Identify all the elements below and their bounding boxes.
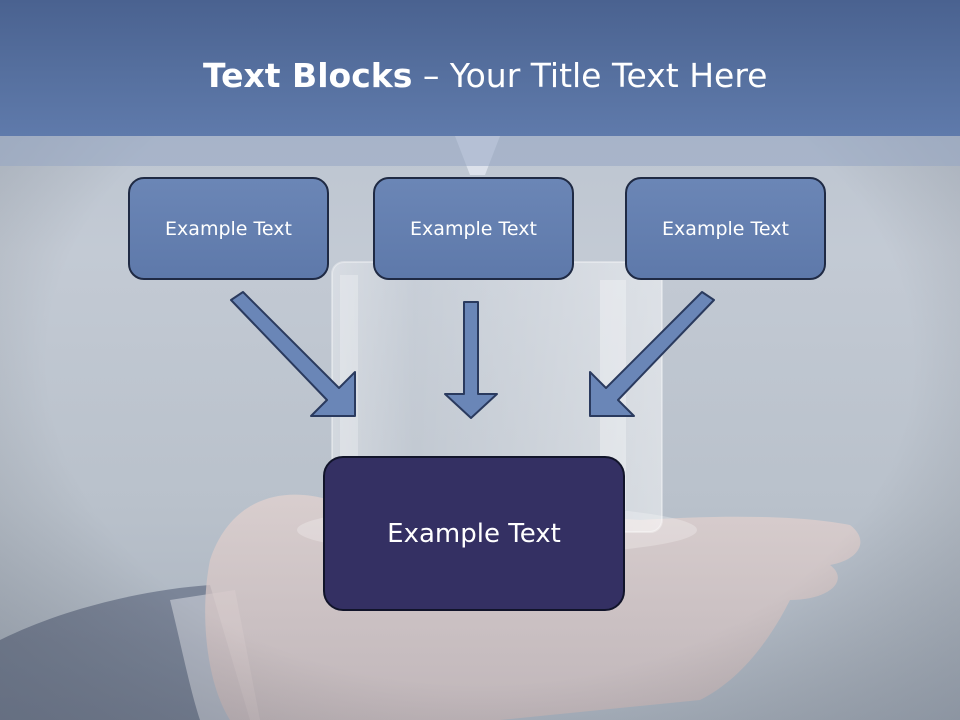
title-bar — [0, 0, 960, 136]
text-block-center[interactable]: Example Text — [373, 177, 574, 280]
title-sub-band — [0, 136, 960, 166]
title-rest: Your Title Text Here — [449, 56, 768, 95]
title-bold-part: Text Blocks — [203, 56, 413, 95]
title-separator: – — [412, 56, 450, 95]
slide-title: Text Blocks – Your Title Text Here — [203, 52, 767, 100]
text-block-right[interactable]: Example Text — [625, 177, 826, 280]
text-block-left[interactable]: Example Text — [128, 177, 329, 280]
text-block-main[interactable]: Example Text — [323, 456, 625, 611]
